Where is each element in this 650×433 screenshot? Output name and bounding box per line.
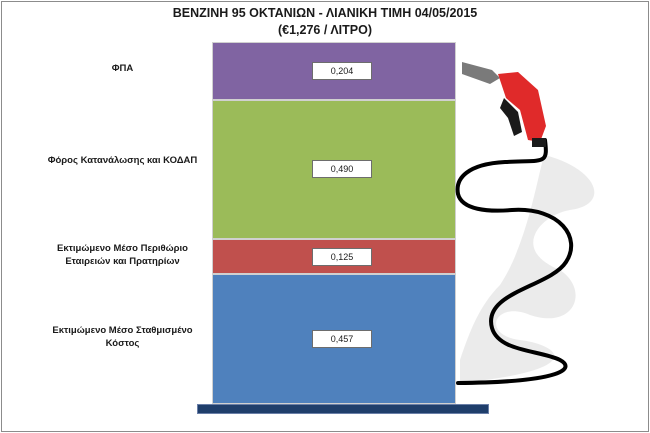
chart-subtitle: (€1,276 / ΛΙΤΡΟ) (277, 23, 373, 37)
data-label: 0,125 (312, 247, 372, 266)
category-label: Φόρος Κατανάλωσης και ΚΟΔΑΠ (47, 155, 198, 167)
data-label: 0,490 (312, 160, 372, 179)
fuel-hose (455, 138, 574, 385)
hose-shadow (460, 155, 595, 383)
data-label: 0,204 (312, 61, 372, 80)
chart-title: ΒΕΝΖΙΝΗ 95 ΟΚΤΑΝΙΩΝ - ΛΙΑΝΙΚΗ ΤΙΜΗ 04/05… (172, 6, 478, 20)
bar-base (197, 404, 489, 414)
category-label: Εκτιμώμενο Μέσο Σταθμισμένο Κόστος (52, 325, 193, 350)
nozzle-cuff (532, 138, 546, 147)
data-label: 0,457 (312, 330, 372, 349)
nozzle-body (498, 72, 546, 142)
category-label: Εκτιμώμενο Μέσο Περιθώριο Εταιρειών και … (57, 242, 188, 267)
nozzle-spout (462, 62, 500, 84)
nozzle-trigger (500, 98, 522, 136)
category-label: ΦΠΑ (111, 63, 134, 75)
